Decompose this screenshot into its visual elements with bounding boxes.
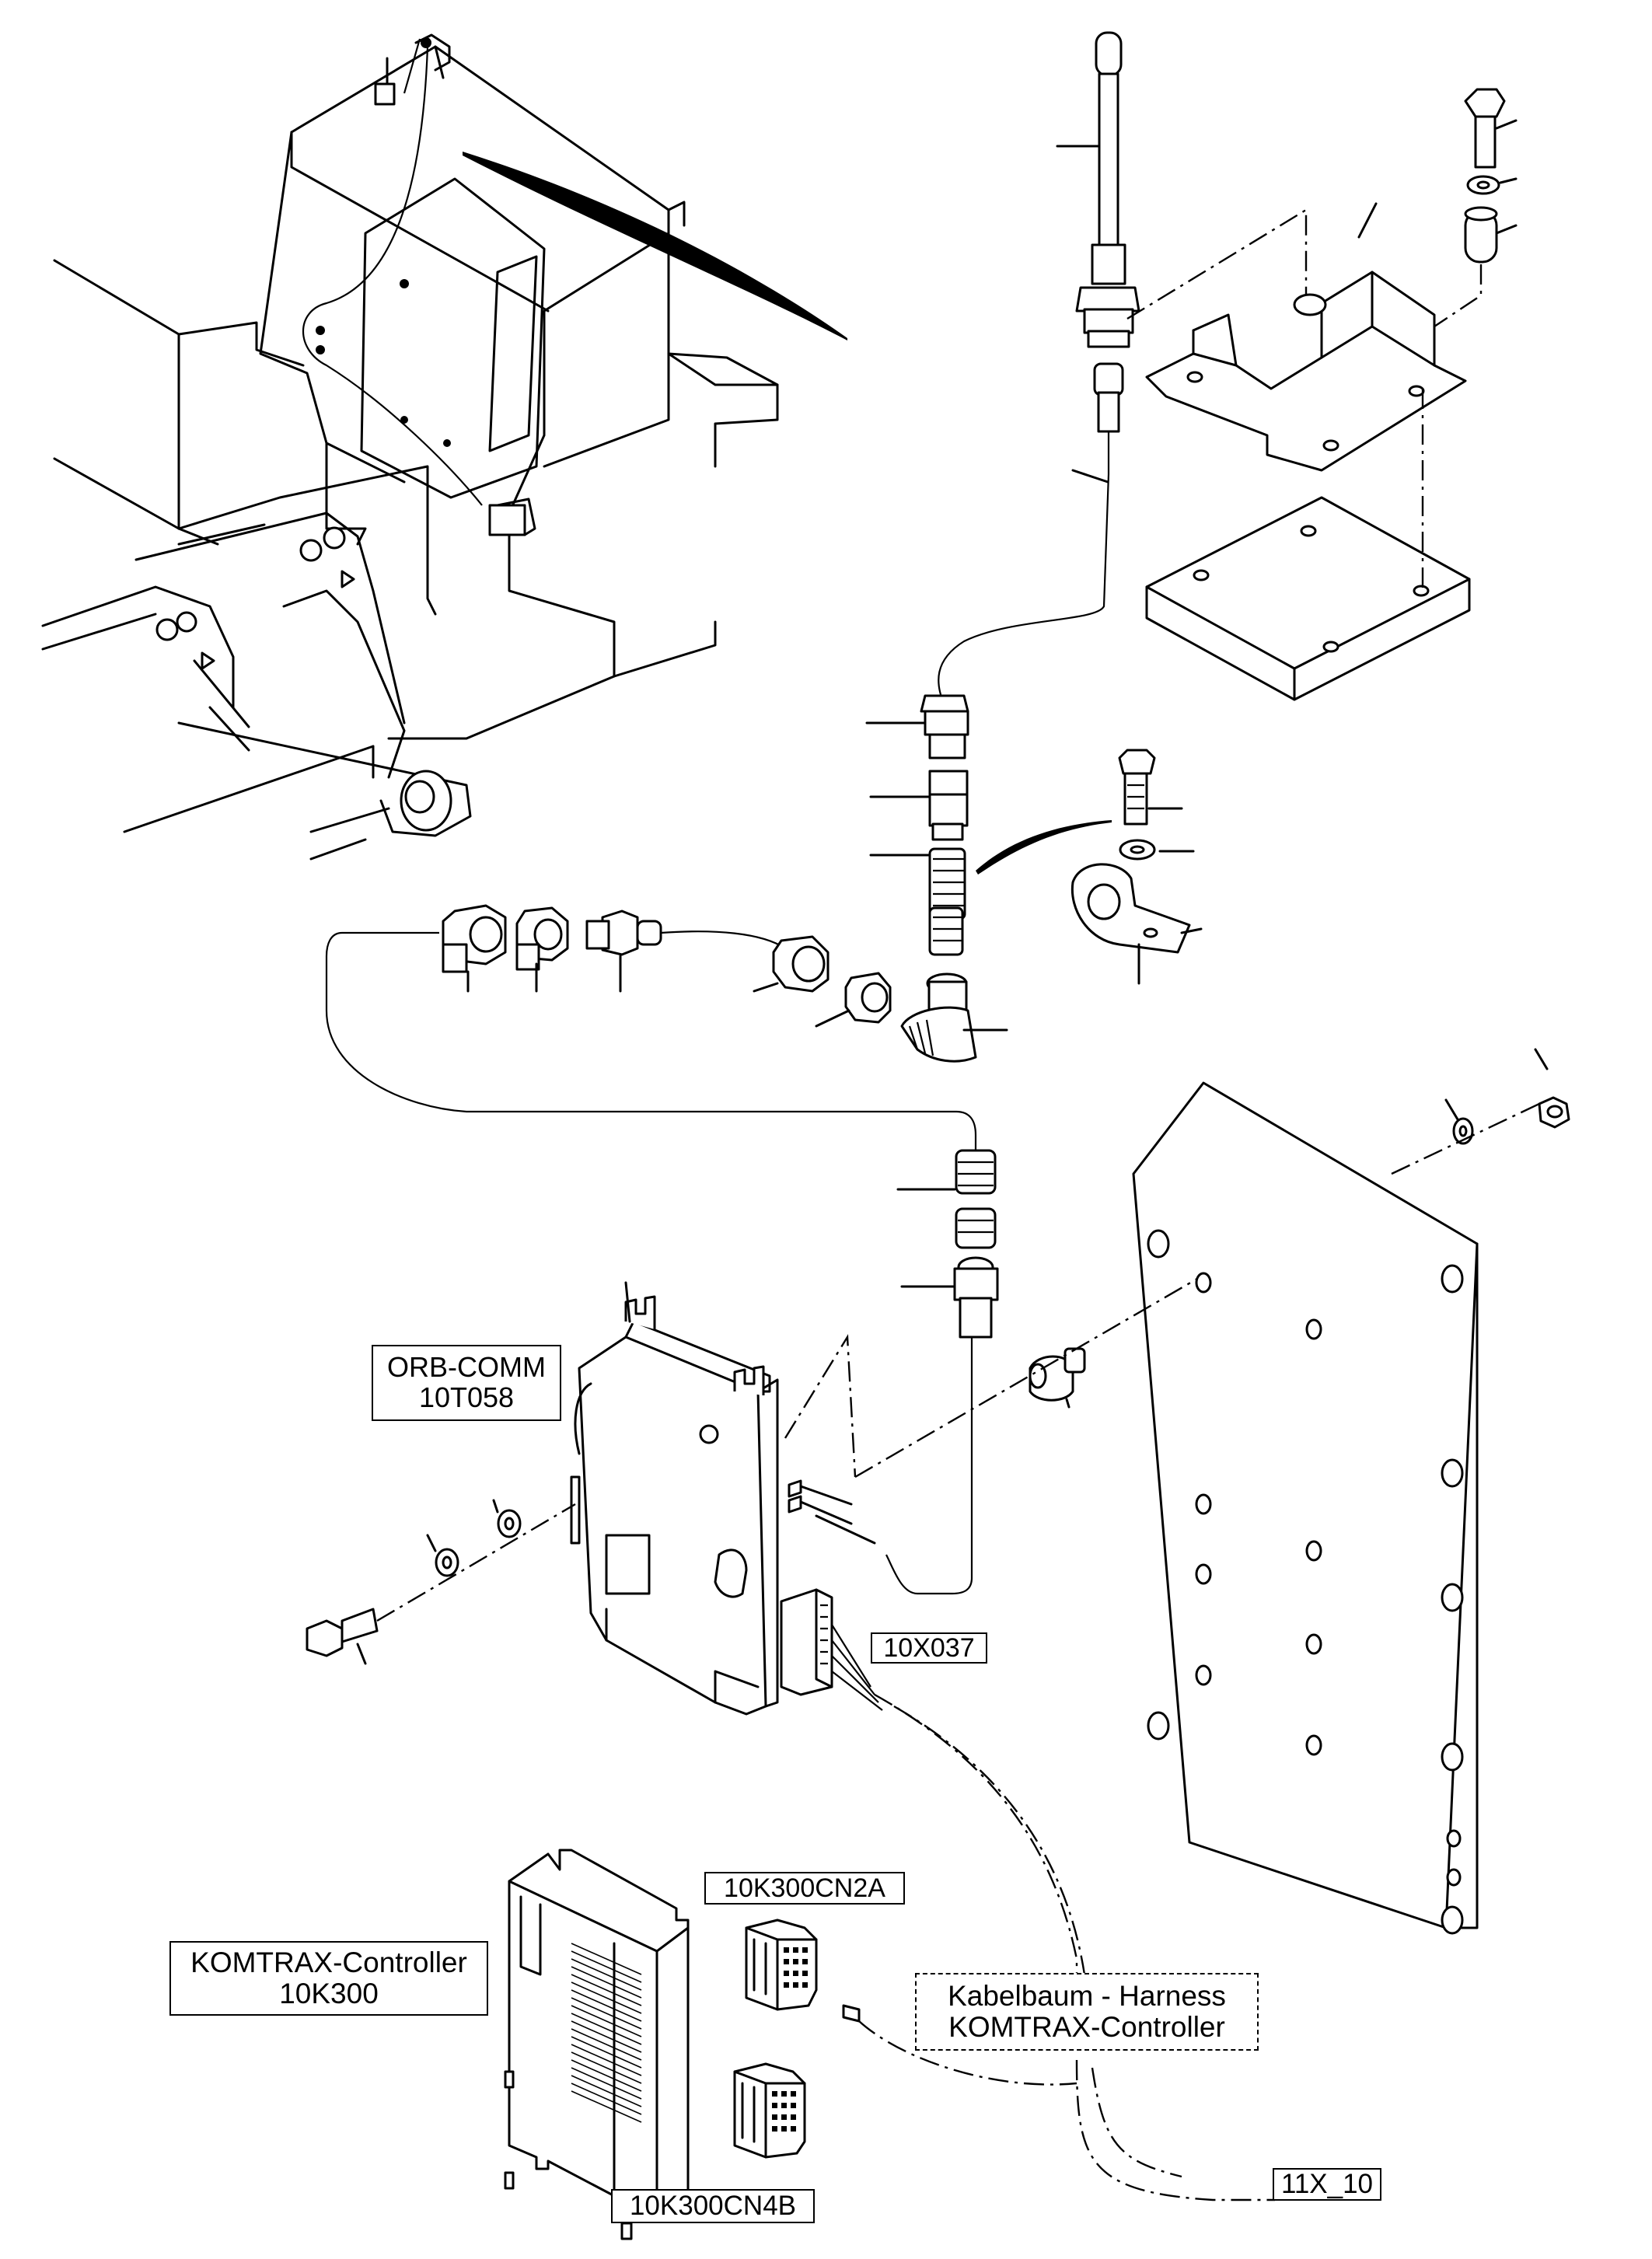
harness-label-line1: Kabelbaum - Harness	[948, 1980, 1226, 2012]
connector-cn2a-label: 10K300CN2A	[704, 1872, 905, 1905]
cn2a-connector-drawing	[745, 1919, 861, 2023]
komtrax-label-code: 10K300	[279, 1977, 379, 2009]
harness-routing-lines	[858, 1693, 1275, 2201]
komtrax-label-name: KOMTRAX-Controller	[190, 1947, 467, 1978]
mounting-plate	[1145, 496, 1471, 701]
machine-cab-illustration	[41, 33, 847, 861]
cn4b-connector-drawing	[733, 2062, 806, 2159]
console-panel	[854, 1048, 1570, 1935]
orbcomm-mounting-bolt	[306, 1499, 576, 1665]
cable-clamp-set	[1070, 749, 1203, 985]
komtrax-controller-drawing	[504, 1849, 690, 2240]
coax-connector-stack	[865, 694, 1112, 1063]
harness-label: Kabelbaum - Harness KOMTRAX-Controller	[915, 1973, 1259, 2051]
antenna-assembly	[938, 31, 1308, 700]
bracket-bolt-set	[1421, 88, 1518, 591]
orbcomm-label-name: ORB-COMM	[387, 1351, 546, 1383]
antenna-bracket	[1145, 202, 1467, 472]
komtrax-controller-label: KOMTRAX-Controller 10K300	[169, 1941, 488, 2016]
connector-cn4b-label: 10K300CN4B	[611, 2189, 815, 2223]
coax-extension-cable	[325, 904, 999, 1595]
orbcomm-unit-drawing	[570, 1281, 883, 1716]
orbcomm-label-code: 10T058	[418, 1381, 515, 1413]
orbcomm-label: ORB-COMM 10T058	[372, 1345, 561, 1421]
connector-10x037-label: 10X037	[871, 1632, 987, 1664]
harness-label-line2: KOMTRAX-Controller	[948, 2010, 1225, 2043]
connector-11x10-label: 11X_10	[1273, 2168, 1381, 2201]
